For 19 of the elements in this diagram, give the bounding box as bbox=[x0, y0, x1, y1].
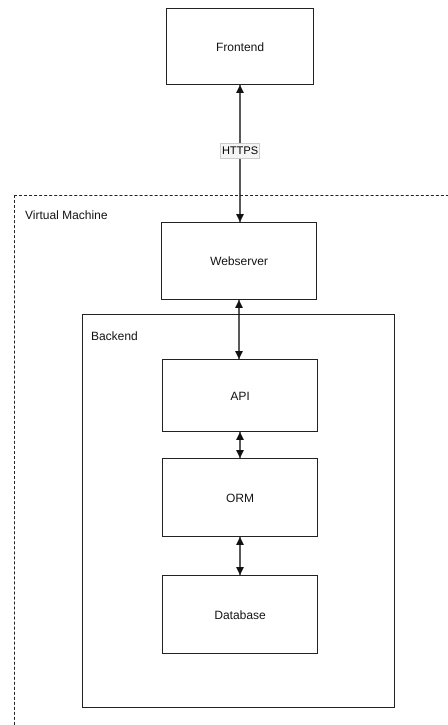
orm-box bbox=[162, 458, 318, 537]
box-label: Webserver bbox=[209, 254, 269, 268]
frontend-box bbox=[166, 8, 314, 85]
virtual-machine-boundary bbox=[14, 195, 448, 725]
double-arrow bbox=[236, 537, 244, 575]
double-arrow bbox=[235, 300, 243, 359]
group-label: Virtual Machine bbox=[25, 208, 108, 222]
group-label: Backend bbox=[91, 329, 138, 343]
api-box bbox=[162, 359, 318, 432]
backend-container bbox=[82, 314, 395, 708]
box-label: ORM bbox=[225, 490, 255, 504]
double-arrow bbox=[236, 85, 244, 222]
box-label: Frontend bbox=[214, 40, 266, 54]
double-arrow bbox=[236, 432, 244, 458]
webserver-box bbox=[161, 222, 317, 300]
database-box bbox=[162, 575, 318, 654]
edge-label: HTTPS bbox=[220, 142, 260, 159]
box-label: Database bbox=[213, 608, 267, 622]
box-label: API bbox=[229, 388, 251, 402]
